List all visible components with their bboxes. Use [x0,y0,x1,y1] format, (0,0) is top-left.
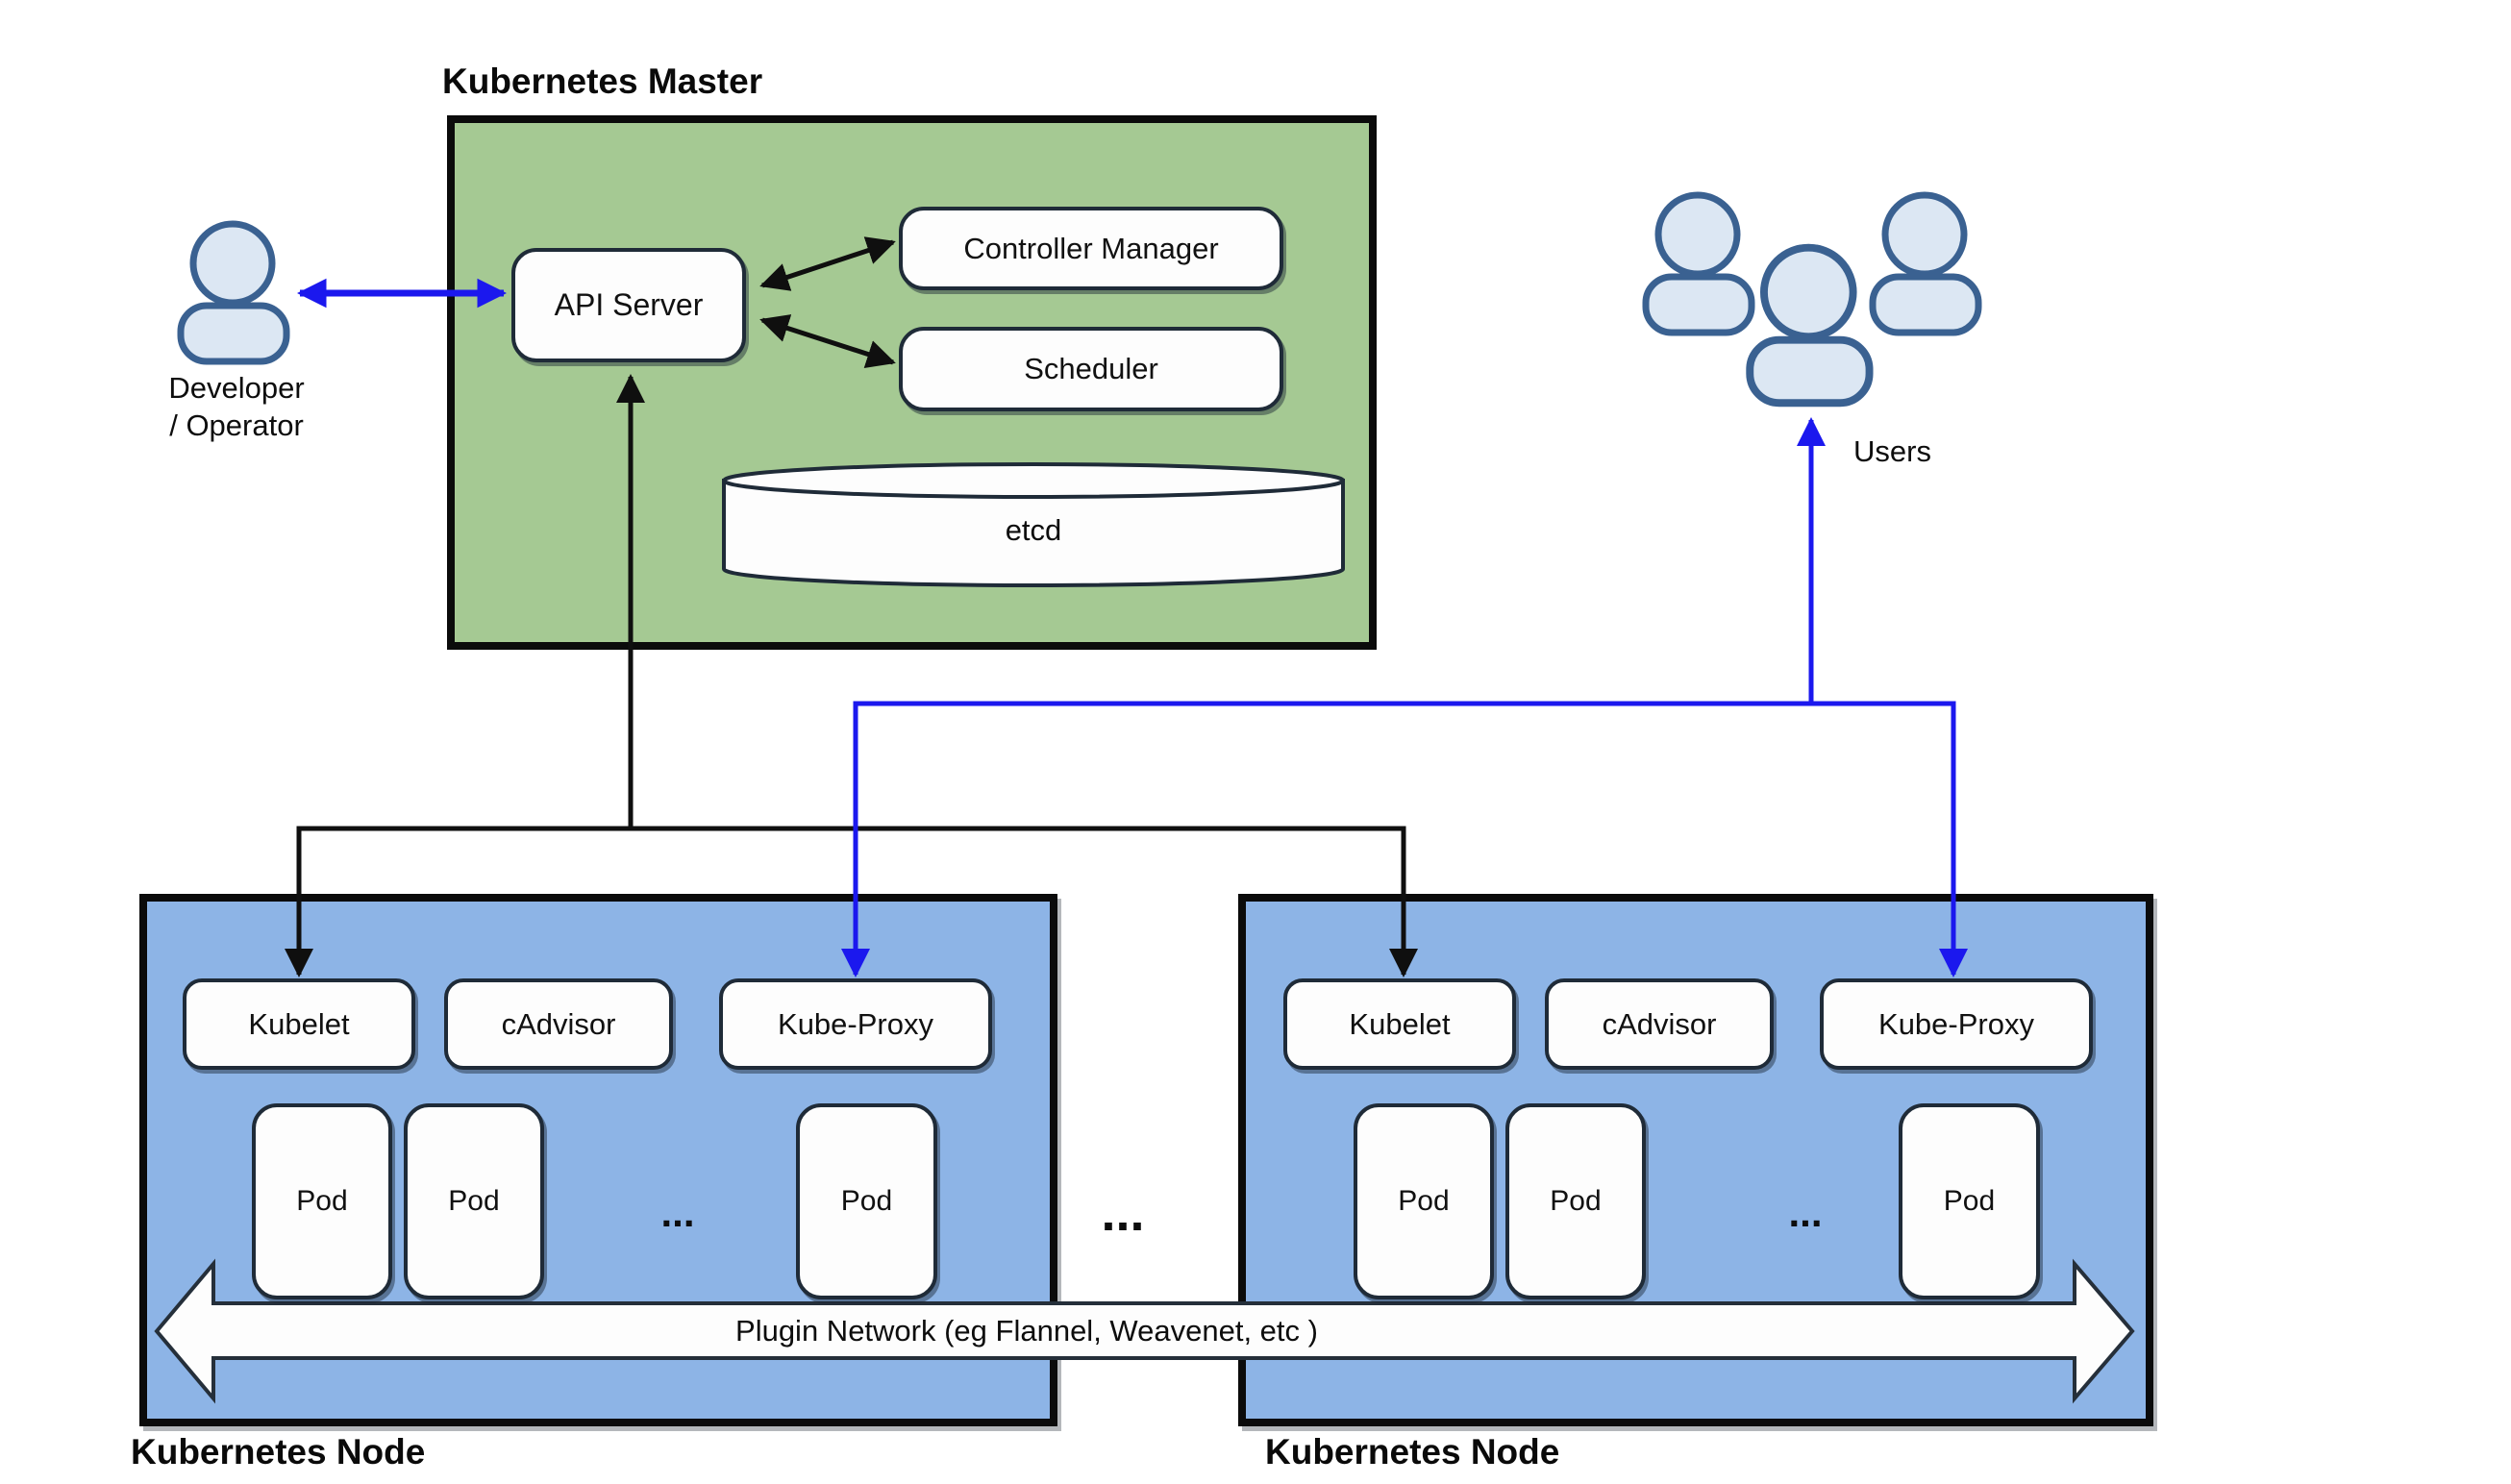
user-person-icon [1869,191,1982,336]
pod-label: Pod [1550,1185,1602,1217]
scheduler-label: Scheduler [1024,352,1158,385]
node-title-right: Kubernetes Node [1265,1432,1560,1472]
user-person-icon [1642,191,1755,336]
master-title: Kubernetes Master [442,62,763,101]
cadvisor-label: cAdvisor [1602,1006,1717,1041]
pods-ellipsis-right: ... [1788,1190,1823,1235]
api-server-box: API Server [511,248,746,362]
node-title-left: Kubernetes Node [131,1432,426,1472]
etcd-label: etcd [1005,513,1062,547]
developer-person-icon [177,220,290,365]
pod-label: Pod [296,1185,348,1217]
pod-box: Pod [1505,1103,1646,1299]
users-label: Users [1853,434,1931,468]
pod-label: Pod [1398,1185,1450,1217]
etcd-cylinder [722,462,1345,587]
kubelet-box-right: Kubelet [1283,978,1516,1070]
kube-proxy-label: Kube-Proxy [1878,1006,2034,1041]
pod-box: Pod [1354,1103,1494,1299]
developer-label-line1: Developer [168,371,305,405]
cadvisor-box-left: cAdvisor [444,978,673,1070]
api-to-controller-scheduler-arrows [759,236,896,368]
kube-proxy-box-right: Kube-Proxy [1820,978,2093,1070]
pod-box: Pod [1899,1103,2040,1299]
cadvisor-label: cAdvisor [501,1006,616,1041]
kubelet-label: Kubelet [1349,1006,1451,1041]
api-server-label: API Server [554,287,704,322]
cadvisor-box-right: cAdvisor [1545,978,1774,1070]
scheduler-box: Scheduler [899,327,1283,411]
kube-proxy-label: Kube-Proxy [778,1006,933,1041]
user-person-icon-front [1746,243,1874,408]
kubelet-box-left: Kubelet [183,978,415,1070]
controller-manager-label: Controller Manager [963,231,1219,265]
controller-manager-box: Controller Manager [899,207,1283,290]
pod-box: Pod [252,1103,392,1299]
plugin-network-arrow [154,1258,2135,1404]
pod-label: Pod [448,1185,500,1217]
plugin-network-label: Plugin Network (eg Flannel, Weavenet, et… [735,1314,1318,1348]
pod-box: Pod [404,1103,544,1299]
api-to-kubelet-connector [285,374,1418,977]
pods-ellipsis-left: ... [660,1190,695,1235]
pod-label: Pod [1943,1185,1996,1217]
developer-label-line2: / Operator [169,408,304,442]
pod-box: Pod [796,1103,937,1299]
kubelet-label: Kubelet [248,1006,350,1041]
nodes-ellipsis: ... [1101,1184,1145,1242]
pod-label: Pod [840,1185,893,1217]
kube-proxy-box-left: Kube-Proxy [719,978,992,1070]
developer-label: Developer / Operator [123,369,350,444]
users-to-kubeproxy-connector [841,417,1968,977]
